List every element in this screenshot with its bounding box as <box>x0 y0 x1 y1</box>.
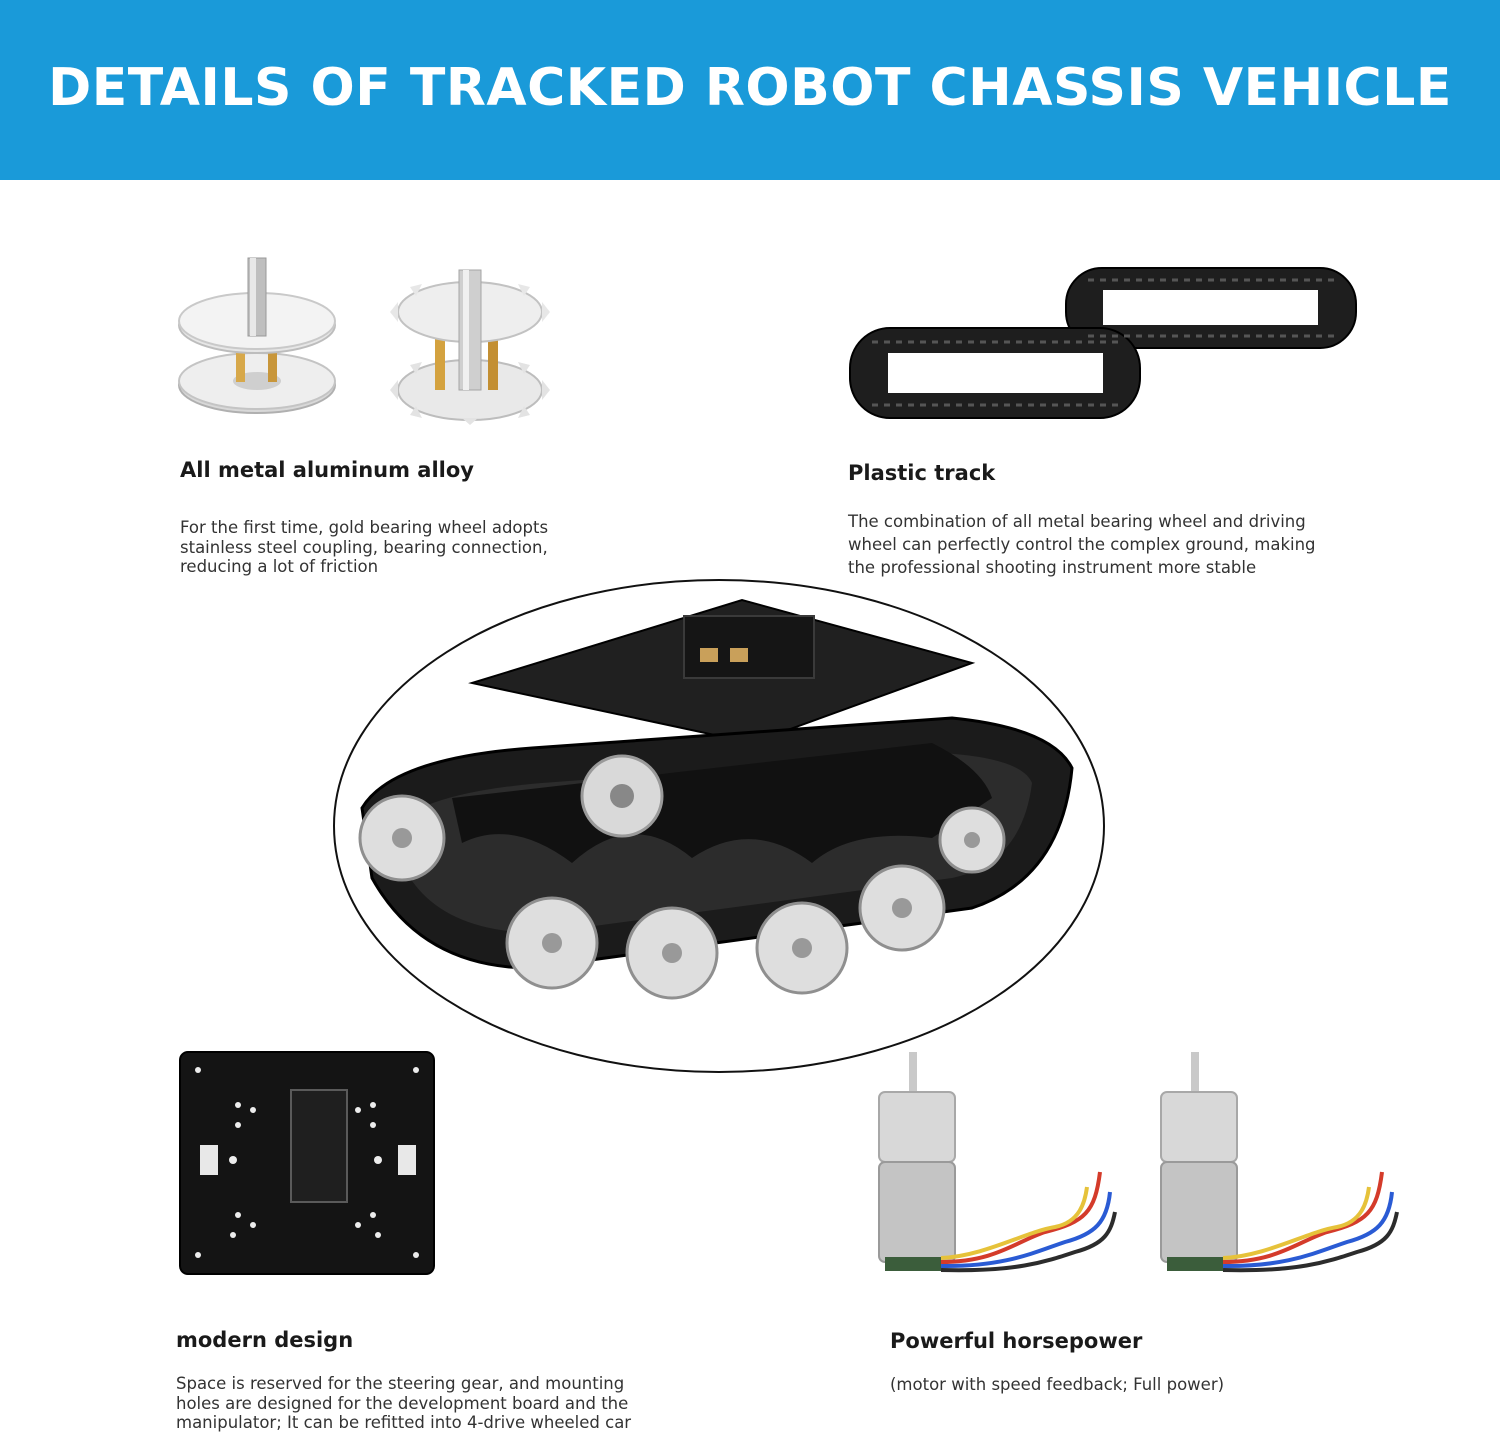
desc-line: wheel can perfectly control the complex … <box>848 535 1316 554</box>
desc-line: holes are designed for the development b… <box>176 1393 629 1413</box>
feature-desc-alloy: For the first time, gold bearing wheel a… <box>180 518 548 577</box>
desc-line: reducing a lot of friction <box>180 557 379 576</box>
feature-desc-design: Space is reserved for the steering gear,… <box>176 1374 631 1433</box>
desc-line: manipulator; It can be refitted into 4-d… <box>176 1413 632 1432</box>
header-banner: DETAILS OF TRACKED ROBOT CHASSIS VEHICLE <box>0 0 1500 180</box>
plastic-track-photo <box>849 267 1357 419</box>
desc-line: Space is reserved for the steering gear,… <box>176 1374 625 1393</box>
tracked-chassis-photo <box>333 579 1105 1073</box>
feature-title-alloy: All metal aluminum alloy <box>180 458 474 482</box>
desc-line: The combination of all metal bearing whe… <box>848 512 1306 531</box>
mounting-plate-photo <box>179 1051 435 1275</box>
feature-title-track: Plastic track <box>848 461 996 485</box>
geared-motor-photo <box>878 1052 1399 1273</box>
feature-title-design: modern design <box>176 1328 354 1352</box>
desc-line: stainless steel coupling, bearing connec… <box>180 537 548 557</box>
page-title: DETAILS OF TRACKED ROBOT CHASSIS VEHICLE <box>48 58 1452 118</box>
feature-desc-track: The combination of all metal bearing whe… <box>848 510 1316 579</box>
feature-desc-horsepower: (motor with speed feedback; Full power) <box>890 1375 1224 1395</box>
desc-line: the professional shooting instrument mor… <box>848 558 1257 577</box>
desc-line: (motor with speed feedback; Full power) <box>890 1375 1225 1394</box>
feature-title-horsepower: Powerful horsepower <box>890 1329 1143 1353</box>
bearing-wheel-photo <box>178 257 550 425</box>
desc-line: For the first time, gold bearing wheel a… <box>180 518 549 537</box>
